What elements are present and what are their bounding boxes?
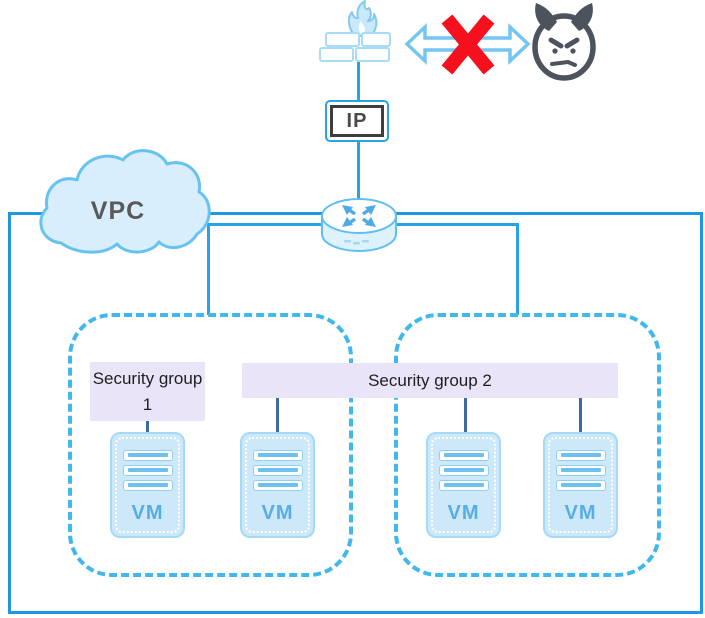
- vm-node-2: VM: [240, 432, 315, 538]
- vm-label: VM: [564, 502, 597, 524]
- devil-horn-right: [571, 3, 593, 31]
- security-group-2-label: Security group 2: [242, 363, 618, 398]
- server-tray: [555, 480, 606, 491]
- security-group-1-label: Security group 1: [90, 362, 205, 421]
- router-to-sg1-line-horizontal: [207, 223, 362, 226]
- sg1-to-vm1-line: [146, 421, 149, 433]
- vm-node-1: VM: [110, 432, 185, 538]
- vm-body: VM: [245, 437, 310, 533]
- blocked-arrow-icon: [404, 14, 531, 75]
- attacker-devil-icon: [532, 3, 596, 81]
- vm-node-4: VM: [543, 432, 618, 538]
- ip-label: IP: [330, 105, 384, 137]
- security-group-1-boundary: [68, 313, 353, 577]
- router-icon: [321, 198, 397, 252]
- double-arrow-icon: [404, 22, 531, 66]
- server-tray: [252, 450, 303, 461]
- sg2-to-vm2-line: [276, 398, 279, 433]
- sg2-to-vm3-line: [464, 398, 467, 433]
- server-tray: [252, 465, 303, 476]
- blocked-x-icon: [441, 14, 495, 75]
- server-tray: [122, 480, 173, 491]
- firewall-icon: [319, 0, 391, 62]
- vm-body: VM: [115, 437, 180, 533]
- vpc-label: VPC: [90, 197, 146, 225]
- vm-body: VM: [548, 437, 613, 533]
- devil-horn-left: [535, 3, 557, 31]
- vm-node-3: VM: [426, 432, 501, 538]
- sg2-to-vm4-line: [579, 398, 582, 433]
- vpc-cloud: [39, 149, 211, 254]
- server-tray: [555, 465, 606, 476]
- router-to-sg2-line-vertical: [516, 223, 519, 315]
- ip-address-node: IP: [325, 100, 389, 142]
- router-to-sg1-line-vertical: [207, 223, 210, 315]
- server-tray: [122, 450, 173, 461]
- security-group-2-boundary: [394, 313, 661, 577]
- vm-label: VM: [261, 502, 294, 524]
- server-tray: [252, 480, 303, 491]
- server-tray: [438, 480, 489, 491]
- server-tray: [438, 465, 489, 476]
- vm-label: VM: [131, 502, 164, 524]
- ip-to-router-line: [357, 140, 360, 198]
- server-tray: [438, 450, 489, 461]
- firewall-to-ip-line: [357, 59, 360, 102]
- vm-body: VM: [431, 437, 496, 533]
- server-tray: [122, 465, 173, 476]
- server-tray: [555, 450, 606, 461]
- router-to-sg2-line-horizontal: [360, 223, 519, 226]
- vm-label: VM: [447, 502, 480, 524]
